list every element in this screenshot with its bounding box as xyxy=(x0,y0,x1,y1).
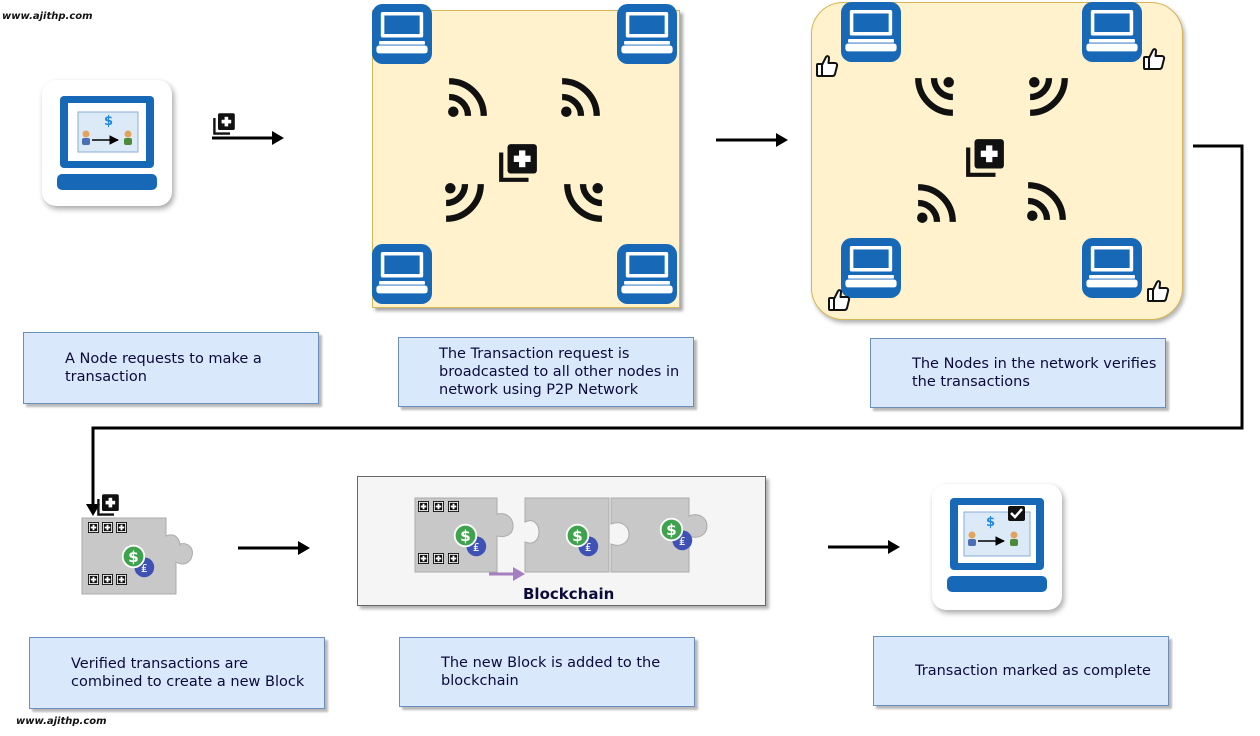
flow-arrow-1 xyxy=(212,131,284,145)
dollar-coin-icon xyxy=(120,543,156,579)
mini-add-icon xyxy=(433,553,444,564)
laptop-icon: $ xyxy=(57,96,157,190)
step-1-text: A Node requests to make a transaction xyxy=(65,351,262,385)
step-6-text: Transaction marked as complete xyxy=(915,663,1151,679)
flow-arrow-4 xyxy=(828,540,900,554)
dollar-coin-icon xyxy=(452,522,488,558)
dollar-coin-icon xyxy=(658,516,694,552)
svg-text:$: $ xyxy=(986,515,995,530)
mini-add-icon xyxy=(102,522,113,533)
mini-add-icon xyxy=(88,522,99,533)
mini-add-icon xyxy=(116,522,127,533)
svg-text:$: $ xyxy=(104,114,113,129)
step-6-caption: Transaction marked as complete xyxy=(873,636,1169,706)
mini-add-icon xyxy=(102,574,113,585)
watermark-bottom: www.ajithp.com xyxy=(16,716,107,727)
step-5-caption: The new Block is added to the blockchain xyxy=(399,637,695,707)
requesting-node-card: $ xyxy=(42,80,172,206)
blockchain-label: Blockchain xyxy=(523,585,615,603)
step-3-text: The Nodes in the network verifies the tr… xyxy=(912,356,1157,390)
flow-arrow-2 xyxy=(716,133,788,147)
step-2-text: The Transaction request is broadcasted t… xyxy=(439,346,680,398)
step-2-caption: The Transaction request is broadcasted t… xyxy=(398,337,694,407)
step-3-caption: The Nodes in the network verifies the tr… xyxy=(870,338,1166,408)
step-4-caption: Verified transactions are combined to cr… xyxy=(29,637,325,709)
mini-add-icon xyxy=(418,501,429,512)
flow-arrow-3 xyxy=(238,541,310,555)
mini-add-icon xyxy=(418,553,429,564)
step-4-text: Verified transactions are combined to cr… xyxy=(71,656,305,690)
mini-add-icon xyxy=(448,501,459,512)
mini-add-icon xyxy=(88,574,99,585)
laptop-icon: $ xyxy=(947,498,1047,592)
watermark-top: www.ajithp.com xyxy=(2,11,93,22)
step-5-text: The new Block is added to the blockchain xyxy=(441,655,661,689)
completed-node-card: $ xyxy=(932,484,1062,610)
dollar-coin-icon xyxy=(564,522,600,558)
mini-add-icon xyxy=(433,501,444,512)
step-1-caption: A Node requests to make a transaction xyxy=(23,332,319,404)
